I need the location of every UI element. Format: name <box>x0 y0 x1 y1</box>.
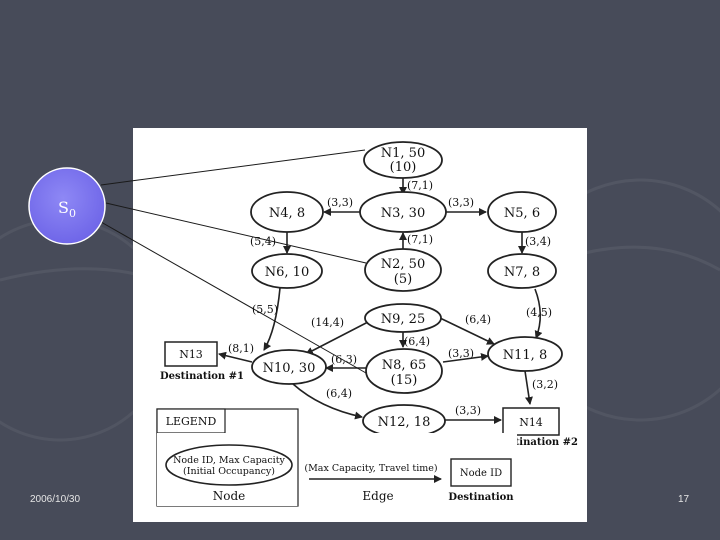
edge-n6-n10 <box>263 287 281 351</box>
destination-captions: Destination #1 Destination #2 <box>160 371 578 448</box>
node-n4-label: N4, 8 <box>269 206 305 221</box>
legend-node-line1: Node ID, Max Capacity <box>173 455 285 466</box>
node-n2-label: N2, 50 <box>381 257 425 272</box>
edge-label-n10-n13: (8,1) <box>228 342 254 355</box>
node-n2-occupancy: (5) <box>394 272 412 287</box>
edge-label-n3-n5: (3,3) <box>448 196 474 209</box>
source-node-label: S0 <box>58 198 76 220</box>
legend-dest-text: Node ID <box>460 468 502 479</box>
node-n9 <box>364 303 442 333</box>
legend: LEGEND Node ID, Max Capacity (Initial Oc… <box>156 408 517 507</box>
node-n11-label: N11, 8 <box>503 348 547 363</box>
legend-edge-caption: Edge <box>362 489 393 503</box>
edge-label-n5-n7: (3,4) <box>525 235 551 248</box>
node-n7-label: N7, 8 <box>504 265 540 280</box>
legend-node-sample <box>165 444 293 486</box>
nodes <box>250 141 563 438</box>
legend-node-caption: Node <box>213 489 246 503</box>
source-node-letter: S <box>58 198 69 217</box>
source-node-circle <box>28 167 106 245</box>
dest-n13-caption: Destination #1 <box>160 371 244 382</box>
slide-date: 2006/10/30 <box>30 494 81 505</box>
node-n7 <box>487 253 557 289</box>
edge-n7-n11 <box>534 288 543 339</box>
source-links <box>100 149 367 374</box>
edge-label-n4-n6: (5,4) <box>250 235 276 248</box>
node-n2 <box>364 248 442 292</box>
node-n6-label: N6, 10 <box>265 265 309 280</box>
edge-label-n11-n14: (3,2) <box>532 378 558 391</box>
edge-n8-n11 <box>442 352 489 363</box>
node-n11 <box>487 336 563 372</box>
edge-labels: (7,1) (3,3) (3,3) (7,1) (5,4) (3,4) (5,5… <box>228 179 558 417</box>
edge-n10-n13 <box>218 351 253 363</box>
legend-edge-text: (Max Capacity, Travel time) <box>304 463 437 474</box>
edge-n11-n14 <box>524 370 533 405</box>
link-s0-n1 <box>100 149 366 186</box>
dest-box-n13 <box>164 341 218 367</box>
legend-dest-sample <box>450 458 512 487</box>
dest-n13-label: N13 <box>179 348 203 361</box>
edge-label-n10-n12: (6,4) <box>326 387 352 400</box>
node-n8 <box>365 348 443 394</box>
node-n8-occupancy: (15) <box>391 373 418 388</box>
edge-label-n7-n11: (4,5) <box>526 306 552 319</box>
node-n5-label: N5, 6 <box>504 206 540 221</box>
edge-label-n2-n3: (7,1) <box>407 233 433 246</box>
dest-box-n14 <box>502 407 560 436</box>
edge-label-n9-n8: (6,4) <box>404 335 430 348</box>
node-n12-label: N12, 18 <box>378 415 431 430</box>
node-n10 <box>251 349 327 385</box>
source-node-s0: S0 <box>28 167 106 245</box>
edge-label-n8-n10: (6,3) <box>331 353 357 366</box>
node-n6 <box>251 253 323 289</box>
node-n9-label: N9, 25 <box>381 312 425 327</box>
node-n4 <box>250 191 324 233</box>
slide-page-number: 17 <box>678 494 690 505</box>
edges <box>218 177 543 424</box>
edge-label-n8-n11: (3,3) <box>448 347 474 360</box>
node-n3-label: N3, 30 <box>381 206 425 221</box>
node-labels: N1, 50 (10) N4, 8 N3, 30 N5, 6 N6, 10 N2… <box>179 146 547 430</box>
legend-title: LEGEND <box>166 415 217 428</box>
edge-n10-n12 <box>292 383 363 420</box>
link-s0-n2 <box>105 202 367 264</box>
node-n10-label: N10, 30 <box>263 361 316 376</box>
edge-label-n3-n4: (3,3) <box>327 196 353 209</box>
edge-n9-n11 <box>439 317 495 345</box>
edge-n9-n10 <box>305 321 369 355</box>
legend-node-line2: (Initial Occupancy) <box>183 466 275 477</box>
destination-boxes <box>164 341 560 436</box>
node-n5 <box>487 191 557 233</box>
dest-n14-caption: Destination #2 <box>494 437 578 448</box>
node-n8-label: N8, 65 <box>382 358 426 373</box>
edge-label-n1-n3: (7,1) <box>407 179 433 192</box>
node-n1-occupancy: (10) <box>390 160 417 175</box>
legend-dest-caption: Destination <box>448 492 514 503</box>
dest-n14-label: N14 <box>519 416 543 429</box>
edge-label-n12-n14: (3,3) <box>455 404 481 417</box>
edge-label-n6-n10: (5,5) <box>252 303 278 316</box>
node-n3 <box>359 191 447 233</box>
node-n1-label: N1, 50 <box>381 146 425 161</box>
edge-label-n9-n11: (6,4) <box>465 313 491 326</box>
edge-label-n9-n10: (14,4) <box>311 316 344 329</box>
link-s0-n8 <box>100 221 367 374</box>
node-n1 <box>363 141 443 179</box>
source-node-subscript: 0 <box>69 207 76 220</box>
